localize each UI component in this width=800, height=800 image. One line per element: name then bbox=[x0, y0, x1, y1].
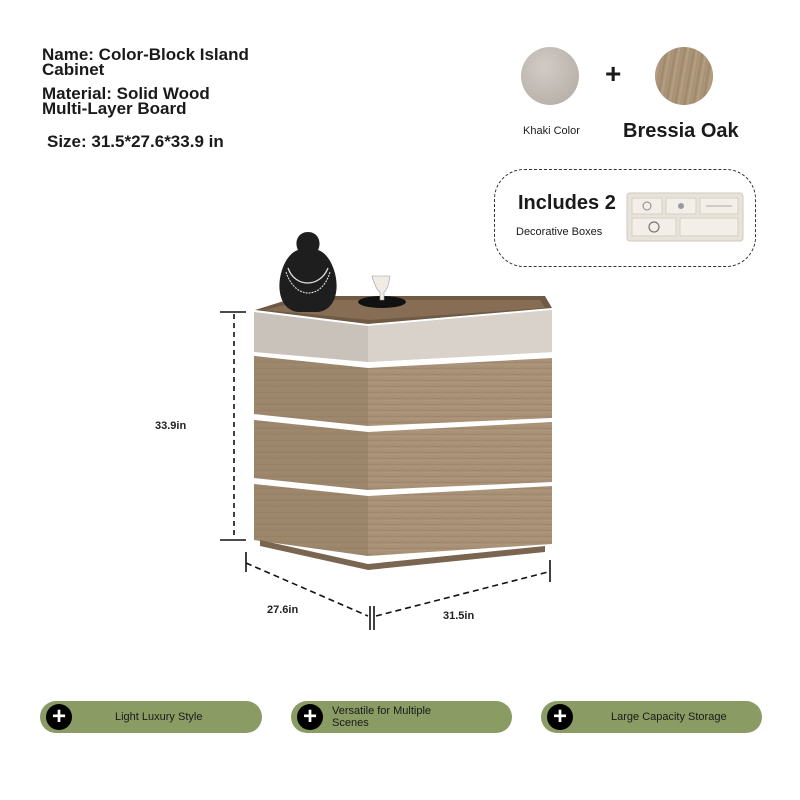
feature-label: Large Capacity Storage bbox=[611, 711, 727, 723]
decorative-box-image bbox=[626, 192, 744, 242]
oak-label: Bressia Oak bbox=[623, 120, 739, 142]
plus-circle-icon: + bbox=[547, 704, 573, 730]
feature-large-capacity: + Large Capacity Storage bbox=[541, 701, 762, 733]
dimension-height: 33.9in bbox=[155, 420, 187, 432]
plus-circle-icon: + bbox=[46, 704, 72, 730]
product-material: Material: Solid Wood Multi-Layer Board bbox=[42, 84, 210, 118]
khaki-swatch bbox=[521, 47, 579, 105]
feature-versatile: + Versatile for Multiple Scenes bbox=[291, 701, 512, 733]
includes-title: Includes 2 bbox=[518, 192, 616, 214]
dimension-width: 31.5in bbox=[443, 610, 475, 622]
khaki-label: Khaki Color bbox=[523, 125, 580, 137]
product-size: Size: 31.5*27.6*33.9 in bbox=[47, 132, 224, 151]
product-name-line2: Cabinet bbox=[42, 60, 105, 79]
feature-light-luxury: + Light Luxury Style bbox=[40, 701, 262, 733]
feature-label: Versatile for Multiple Scenes bbox=[332, 705, 432, 729]
oak-swatch bbox=[655, 47, 713, 105]
product-material-line2: Multi-Layer Board bbox=[42, 99, 187, 118]
cabinet-image bbox=[253, 232, 553, 570]
includes-callout bbox=[494, 169, 756, 267]
product-name: Name: Color-Block Island Cabinet bbox=[42, 45, 249, 79]
product-material-line1: Material: Solid Wood bbox=[42, 84, 210, 103]
plus-circle-icon: + bbox=[297, 704, 323, 730]
plus-sign: + bbox=[605, 58, 622, 89]
product-name-line1: Name: Color-Block Island bbox=[42, 45, 249, 64]
includes-subtitle: Decorative Boxes bbox=[516, 226, 603, 238]
dimension-depth: 27.6in bbox=[267, 604, 299, 616]
feature-label: Light Luxury Style bbox=[115, 711, 203, 723]
